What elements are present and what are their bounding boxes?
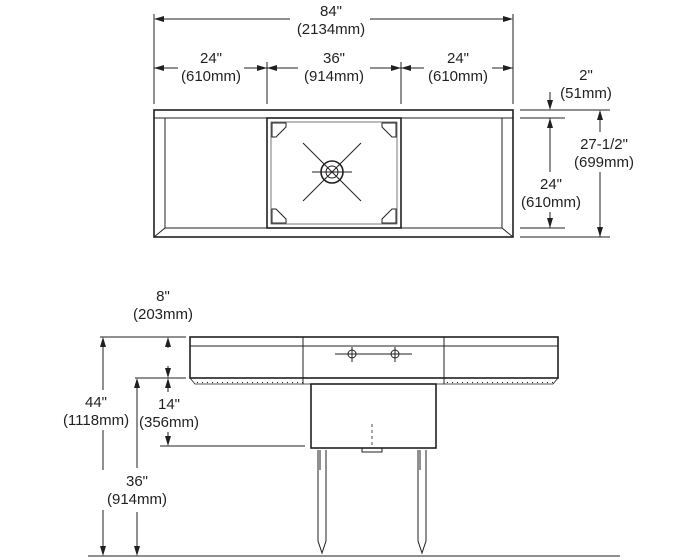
bowl-width-metric: (914mm) <box>304 68 364 85</box>
drain-icon <box>302 142 362 202</box>
overall-width-imperial: 84" <box>320 3 342 20</box>
bowl-top <box>266 117 402 229</box>
legs <box>317 450 427 555</box>
backsplash-depth-metric: (51mm) <box>560 85 612 102</box>
backsplash-height-metric: (203mm) <box>133 306 193 323</box>
top-view: 84" (2134mm) 24" (610mm) 36" (914mm) 24"… <box>153 3 636 238</box>
backsplash-height-imperial: 8" <box>156 288 170 305</box>
leg-right <box>417 450 427 555</box>
height-dimensions: 8" (203mm) 44" (1118mm) 14" (356mm) 36" … <box>52 288 620 557</box>
right-drainboard-metric: (610mm) <box>428 68 488 85</box>
overall-height-metric: (1118mm) <box>63 412 129 429</box>
right-drainboard-imperial: 24" <box>447 50 469 67</box>
overall-height-imperial: 44" <box>85 394 107 411</box>
overall-depth-metric: (699mm) <box>574 154 634 171</box>
bowl-depth-front-metric: (356mm) <box>139 414 199 431</box>
overall-depth-imperial: 27-1/2" <box>580 136 628 153</box>
bowl-depth-front-imperial: 14" <box>158 396 180 413</box>
depth-dimensions: 2" (51mm) 27-1/2" (699mm) 24" (610mm) <box>520 67 636 238</box>
front-top-outline <box>189 336 559 385</box>
rim-height-imperial: 36" <box>126 473 148 490</box>
backsplash-depth-imperial: 2" <box>579 67 593 84</box>
left-drainboard-metric: (610mm) <box>181 68 241 85</box>
front-view: 8" (203mm) 44" (1118mm) 14" (356mm) 36" … <box>52 288 620 557</box>
bowl-depth-top-metric: (610mm) <box>521 194 581 211</box>
left-drainboard-imperial: 24" <box>200 50 222 67</box>
faucet-holes <box>335 347 412 362</box>
corner-mark-top-right <box>381 122 397 138</box>
overall-width-dimension: 84" (2134mm) <box>153 3 514 104</box>
bowl-width-imperial: 36" <box>323 50 345 67</box>
segment-widths-dimension: 24" (610mm) 36" (914mm) 24" (610mm) <box>154 48 513 104</box>
corner-mark-bottom-left <box>271 208 287 224</box>
leg-left <box>317 450 327 555</box>
overall-width-metric: (2134mm) <box>297 21 365 38</box>
rim-height-metric: (914mm) <box>107 491 167 508</box>
corner-mark-top-left <box>271 122 287 138</box>
corner-mark-bottom-right <box>381 208 397 224</box>
bowl-depth-top-imperial: 24" <box>540 176 562 193</box>
bowl-front <box>310 383 437 453</box>
